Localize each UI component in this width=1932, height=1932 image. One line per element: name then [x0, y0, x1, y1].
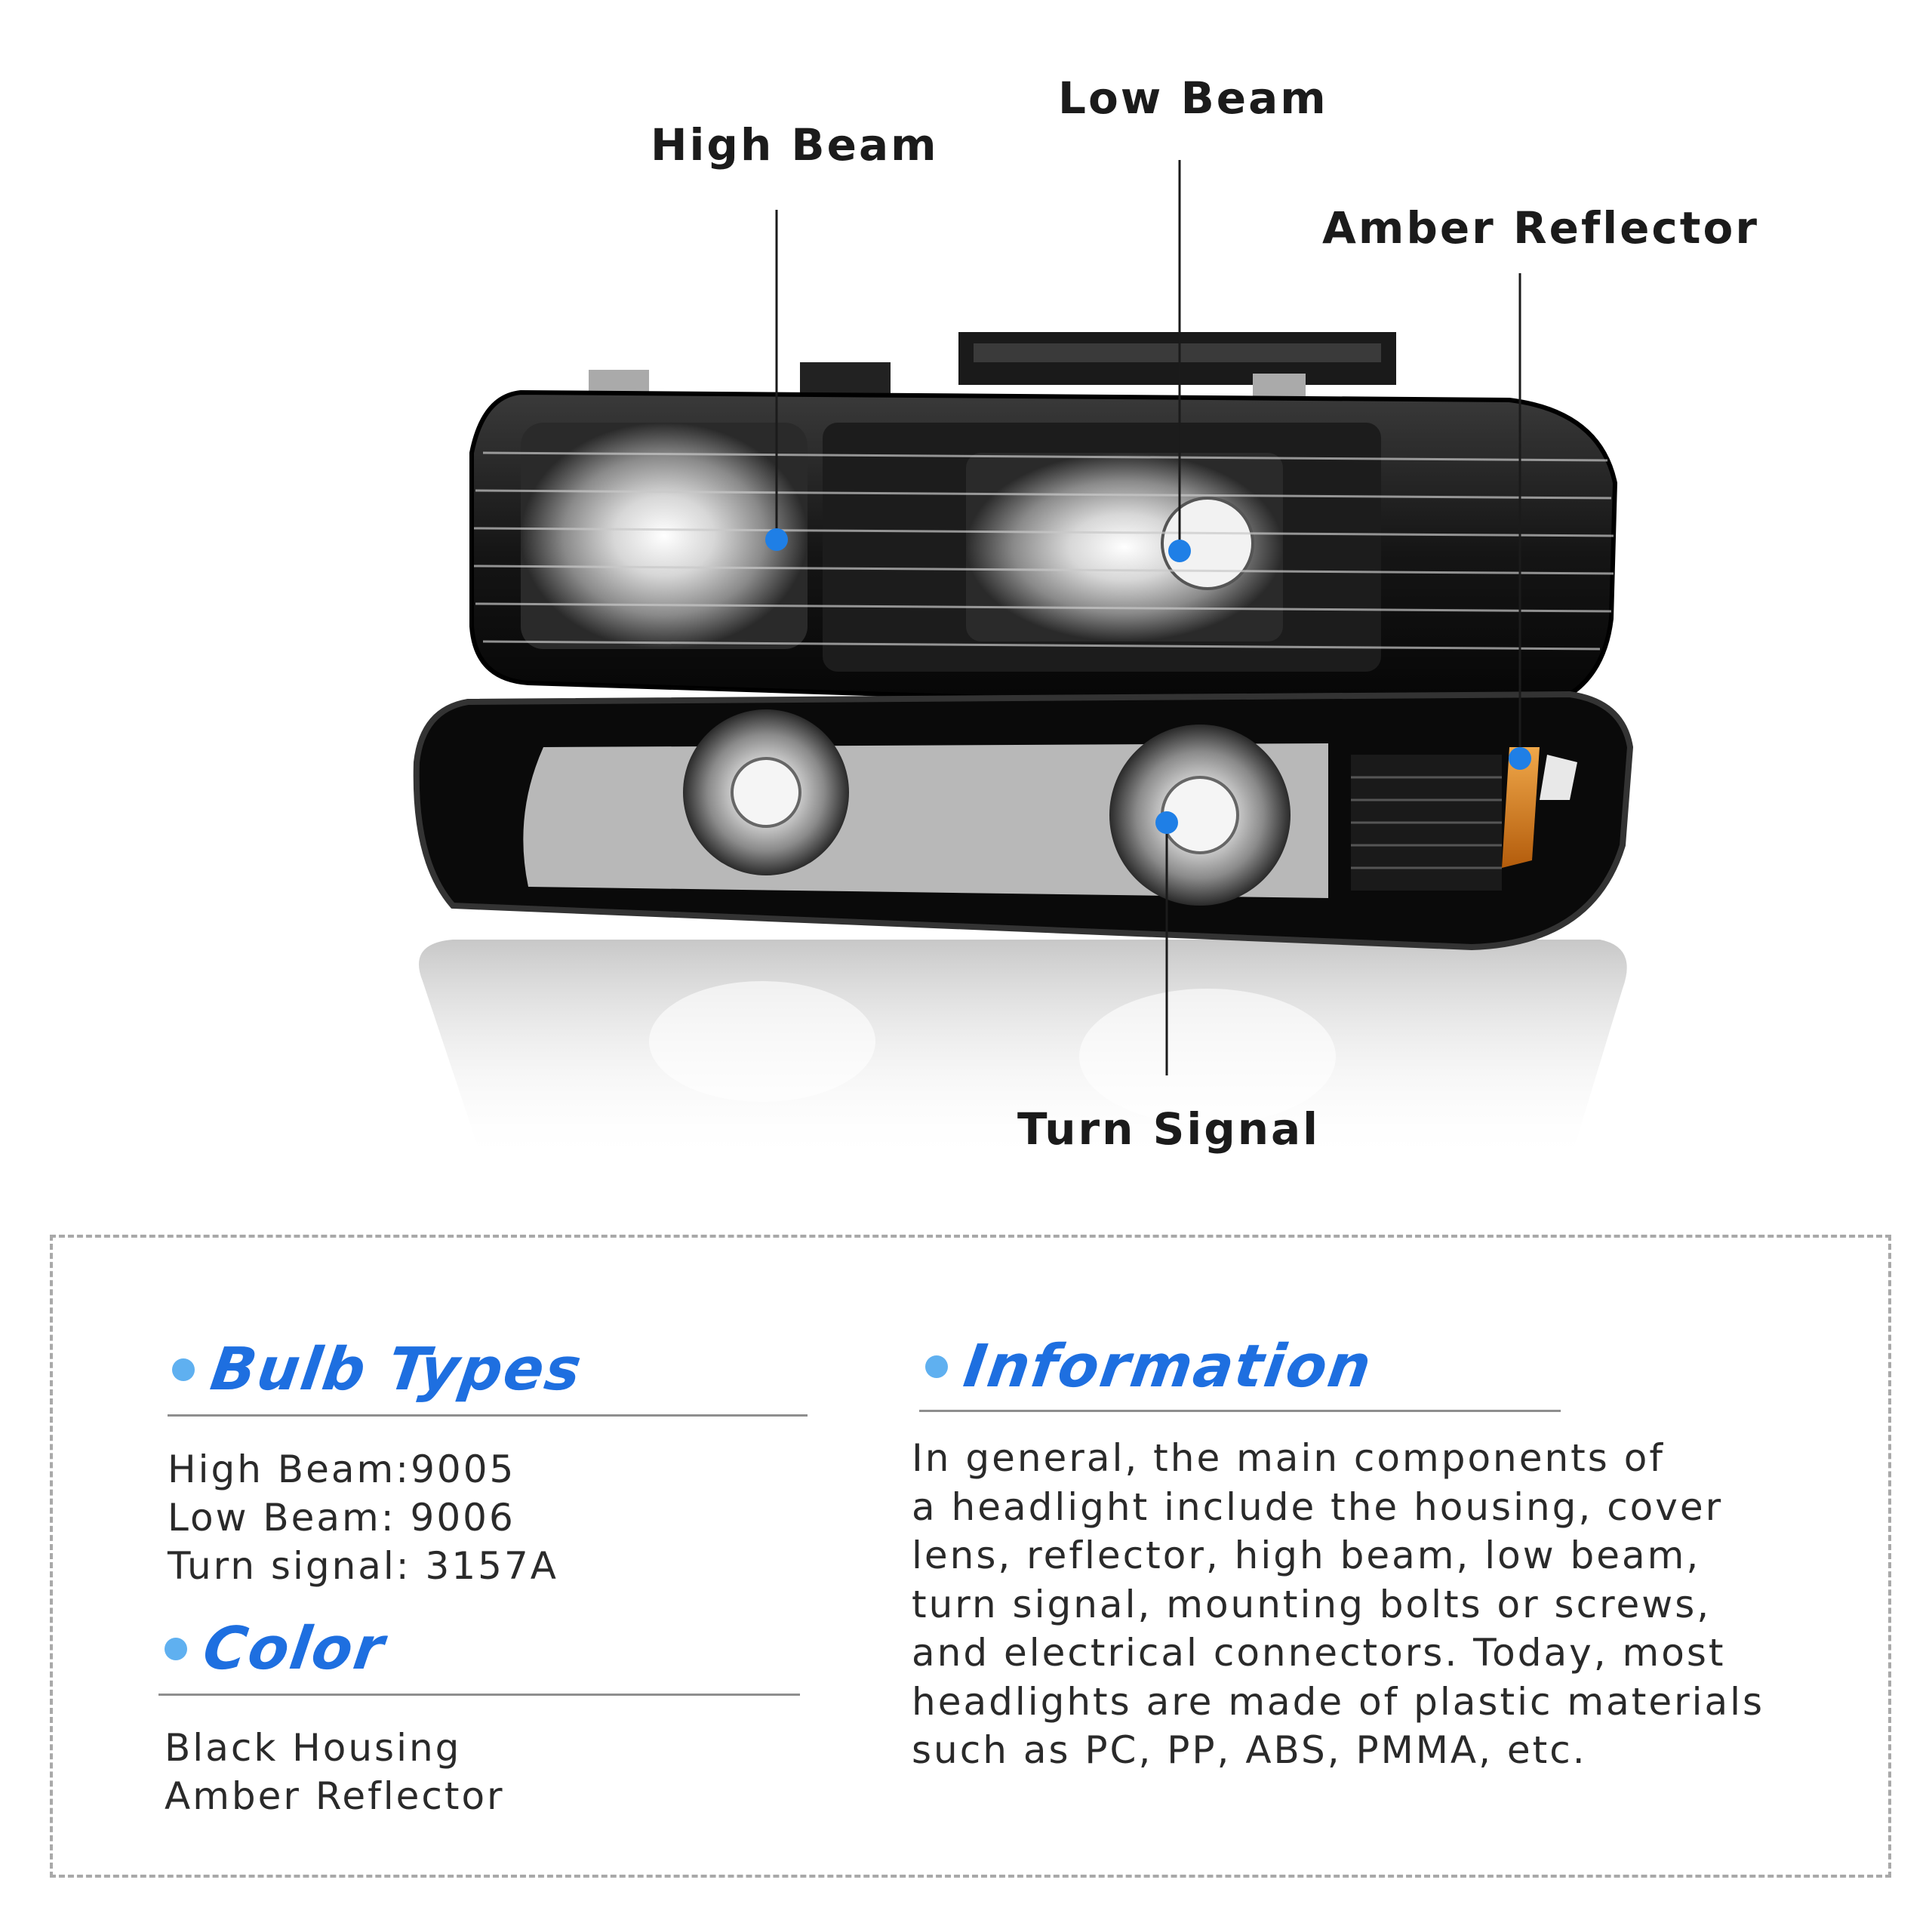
bulb-type-low-beam: Low Beam: 9006 [168, 1496, 515, 1540]
bullet-dot-icon [925, 1355, 948, 1378]
information-line: and electrical connectors. Today, most [912, 1631, 1726, 1675]
information-line: headlights are made of plastic materials [912, 1679, 1765, 1724]
low-beam-marker [1168, 540, 1191, 562]
amber-reflector-lens [1502, 747, 1540, 868]
amber-reflector-label: Amber Reflector [1322, 202, 1759, 254]
callout-markers [765, 528, 1531, 834]
floor-reflection [419, 940, 1627, 1162]
information-heading: Information [925, 1333, 1377, 1401]
turn-signal-marker [1155, 811, 1178, 834]
turn-signal-housing [413, 691, 1634, 951]
low-beam-label: Low Beam [1058, 72, 1328, 124]
bulb-type-turn-signal: Turn signal: 3157A [168, 1544, 558, 1588]
bullet-dot-icon [172, 1358, 195, 1381]
bulb-types-heading: Bulb Types [172, 1336, 586, 1404]
bullet-dot-icon [165, 1638, 187, 1660]
information-line: lens, reflector, high beam, low beam, [912, 1534, 1701, 1577]
color-list: Black Housing Amber Reflector [165, 1724, 505, 1820]
color-heading: Color [165, 1615, 389, 1683]
color-reflector: Amber Reflector [165, 1774, 505, 1818]
info-panel [50, 1235, 1891, 1878]
color-housing: Black Housing [165, 1726, 462, 1770]
amber-reflector-marker [1509, 747, 1531, 770]
information-line: such as PC, PP, ABS, PMMA, etc. [912, 1728, 1587, 1772]
headlight-assembly-image [413, 160, 1634, 1162]
bulb-types-list: High Beam:9005 Low Beam: 9006 Turn signa… [168, 1445, 558, 1590]
information-line: In general, the main components of [912, 1436, 1665, 1480]
information-line: a headlight include the housing, cover [912, 1484, 1724, 1529]
information-divider [919, 1410, 1561, 1412]
headlight-housing [469, 389, 1618, 716]
high-beam-marker [765, 528, 788, 551]
high-beam-label: High Beam [651, 119, 939, 171]
callout-leader-lines [775, 160, 1521, 1075]
information-paragraph: In general, the main components of a hea… [912, 1434, 1764, 1775]
information-line: turn signal, mounting bolts or screws, [912, 1582, 1712, 1626]
color-divider [158, 1694, 800, 1696]
turn-signal-label: Turn Signal [1017, 1103, 1321, 1155]
bulb-type-high-beam: High Beam:9005 [168, 1447, 516, 1491]
bulb-types-divider [168, 1414, 808, 1417]
